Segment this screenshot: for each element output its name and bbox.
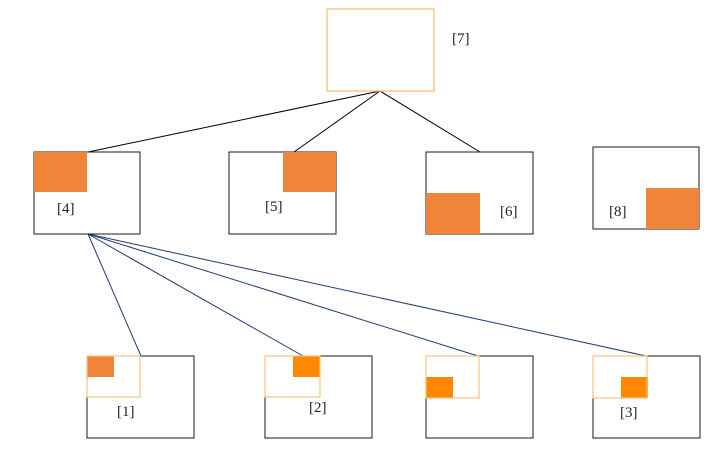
node-3b bbox=[425, 355, 534, 439]
node-6-label: [6] bbox=[500, 204, 518, 220]
edge-7-4 bbox=[87, 90, 381, 153]
node-2-label: [2] bbox=[309, 400, 327, 416]
node-4-block bbox=[34, 152, 87, 192]
node-1-block bbox=[87, 356, 114, 377]
node-5-block bbox=[283, 152, 336, 192]
node-2-block bbox=[293, 356, 320, 377]
edge-4-3b bbox=[87, 233, 479, 357]
node-7-frame bbox=[326, 8, 435, 92]
node-5: [5] bbox=[228, 151, 337, 235]
node-3-label: [3] bbox=[620, 405, 638, 421]
node-3b-window bbox=[425, 355, 480, 399]
node-4-label: [4] bbox=[57, 201, 75, 217]
node-7: [7] bbox=[326, 8, 470, 92]
node-4: [4] bbox=[33, 151, 141, 235]
node-2-window bbox=[264, 355, 321, 398]
node-3-window bbox=[592, 355, 648, 399]
edges bbox=[87, 90, 647, 357]
edge-4-3 bbox=[87, 233, 647, 357]
node-3b-block bbox=[426, 377, 453, 398]
node-5-frame bbox=[228, 151, 337, 235]
node-1-window bbox=[86, 355, 141, 398]
node-1: [1] bbox=[86, 355, 195, 439]
node-3-block bbox=[621, 377, 648, 398]
edge-7-6 bbox=[379, 90, 481, 153]
node-3: [3] bbox=[592, 355, 701, 439]
node-8-label: [8] bbox=[609, 204, 627, 220]
node-7-label: [7] bbox=[452, 31, 470, 47]
edge-4-1 bbox=[87, 233, 142, 357]
node-2: [2] bbox=[264, 355, 373, 439]
node-8: [8] bbox=[592, 146, 700, 230]
node-1-label: [1] bbox=[117, 404, 135, 420]
edge-7-5 bbox=[293, 90, 381, 153]
node-6: [6] bbox=[425, 151, 534, 235]
edge-4-2 bbox=[87, 233, 304, 357]
node-6-block bbox=[426, 193, 480, 234]
node-5-label: [5] bbox=[265, 199, 283, 215]
node-8-block bbox=[646, 188, 699, 229]
